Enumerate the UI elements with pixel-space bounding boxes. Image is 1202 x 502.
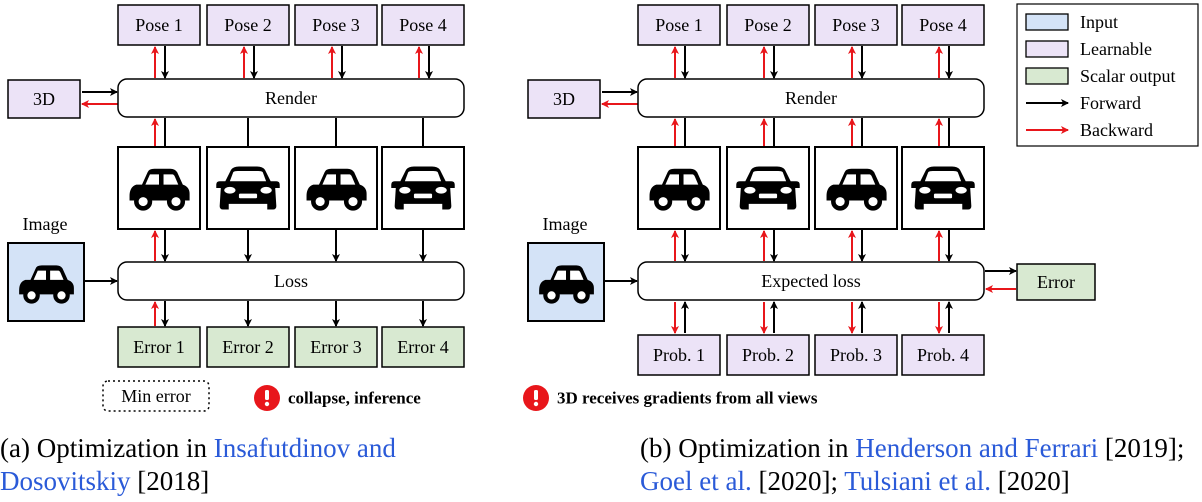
error-box-3: [294, 326, 378, 368]
exclamation-bar: [265, 390, 269, 400]
legend-swatch-learnable: [1025, 40, 1069, 58]
caption-b-citation-link-2[interactable]: Goel et al.: [640, 466, 752, 496]
caption-b-year-2[interactable]: [2020]: [758, 466, 831, 496]
error-box-4-label: Error 4: [397, 337, 448, 357]
legend-swatch-scalar_output: [1025, 67, 1069, 85]
caption-b-year-3[interactable]: [2020]: [997, 466, 1070, 496]
legend-label-scalar_output: Scalar output: [1080, 66, 1175, 86]
prob-box-3-label: Prob. 3: [830, 345, 882, 365]
pose-box-4-label: Pose 4: [919, 15, 967, 35]
warning-text-left: collapse, inference: [288, 389, 421, 408]
min-error-label: Min error: [121, 386, 190, 406]
pose-box-2: [726, 4, 810, 46]
arrows-layer: [81, 46, 1017, 334]
exclamation-dot: [533, 401, 539, 407]
legend-label-backward: Backward: [1080, 120, 1153, 140]
pose-box-2: [206, 4, 290, 46]
error-box-2-label: Error 2: [222, 337, 273, 357]
caption-a-year[interactable]: [2018]: [137, 466, 210, 496]
error-box-3-label: Error 3: [310, 337, 361, 357]
pose-box-3-label: Pose 3: [832, 15, 880, 35]
box-3d-label: 3D: [553, 89, 575, 109]
caption-b: (b) Optimization in Henderson and Ferrar…: [640, 433, 1185, 496]
error-box-1: [117, 326, 201, 368]
pose-box-3-label: Pose 3: [312, 15, 360, 35]
prob-box-4-label: Prob. 4: [917, 345, 969, 365]
image-label: Image: [23, 214, 68, 234]
loss-label: Expected loss: [761, 271, 860, 291]
prob-box-1: [637, 334, 721, 376]
error-box-1-label: Error 1: [133, 337, 184, 357]
exclamation-dot: [264, 401, 270, 407]
box-3d: [7, 79, 81, 119]
prob-box-3: [814, 334, 898, 376]
pose-box-3: [814, 4, 898, 46]
render-label: Render: [265, 88, 317, 108]
pose-box-1: [117, 4, 201, 46]
error-box-4: [381, 326, 465, 368]
caption-b-citation-link-3[interactable]: Tulsiani et al.: [844, 466, 991, 496]
loss-label: Loss: [274, 271, 308, 291]
pose-box-3: [294, 4, 378, 46]
pose-box-1-label: Pose 1: [655, 15, 703, 35]
render-label: Render: [785, 88, 837, 108]
prob-box-2: [726, 334, 810, 376]
legend-label-input: Input: [1080, 12, 1118, 32]
box-3d-label: 3D: [33, 89, 55, 109]
legend-label-forward: Forward: [1080, 93, 1141, 113]
error-box-label: Error: [1037, 272, 1075, 292]
caption-b-year-1[interactable]: [2019]: [1104, 433, 1177, 463]
pose-box-4: [381, 4, 465, 46]
render-bar: [637, 78, 985, 118]
caption-a-citation-link[interactable]: Insafutdinov and Dosovitskiy: [0, 433, 396, 496]
prob-box-2-label: Prob. 2: [742, 345, 794, 365]
exclamation-bar: [534, 390, 538, 400]
prob-box-4: [901, 334, 985, 376]
warning-text-right: 3D receives gradients from all views: [557, 389, 818, 408]
pose-box-1-label: Pose 1: [135, 15, 183, 35]
pose-box-4: [901, 4, 985, 46]
pose-box-2-label: Pose 2: [224, 15, 272, 35]
caption-a: (a) Optimization in Insafutdinov and Dos…: [0, 432, 480, 498]
error-box: [1016, 263, 1096, 301]
caption-a-prefix: (a) Optimization in: [0, 433, 214, 463]
error-box-2: [206, 326, 290, 368]
pose-box-4-label: Pose 4: [399, 15, 447, 35]
boxes-layer: Pose 1 Pose 2 Pose 3 Pose 4 3D RenderImageLos…: [7, 4, 1096, 412]
box-3d: [527, 79, 601, 119]
prob-box-1-label: Prob. 1: [653, 345, 705, 365]
caption-b-citation-link-1[interactable]: Henderson and Ferrari: [855, 433, 1099, 463]
warnings-layer: collapse, inference 3D receives gradients…: [254, 385, 818, 411]
legend-label-learnable: Learnable: [1080, 39, 1152, 59]
render-bar: [117, 78, 465, 118]
loss-bar: [637, 261, 985, 301]
loss-bar: [117, 261, 465, 301]
min-error-box: [102, 380, 210, 412]
legend-swatch-input: [1025, 13, 1069, 31]
image-label: Image: [543, 214, 588, 234]
pose-box-1: [637, 4, 721, 46]
pose-box-2-label: Pose 2: [744, 15, 792, 35]
caption-b-prefix: (b) Optimization in: [640, 433, 856, 463]
